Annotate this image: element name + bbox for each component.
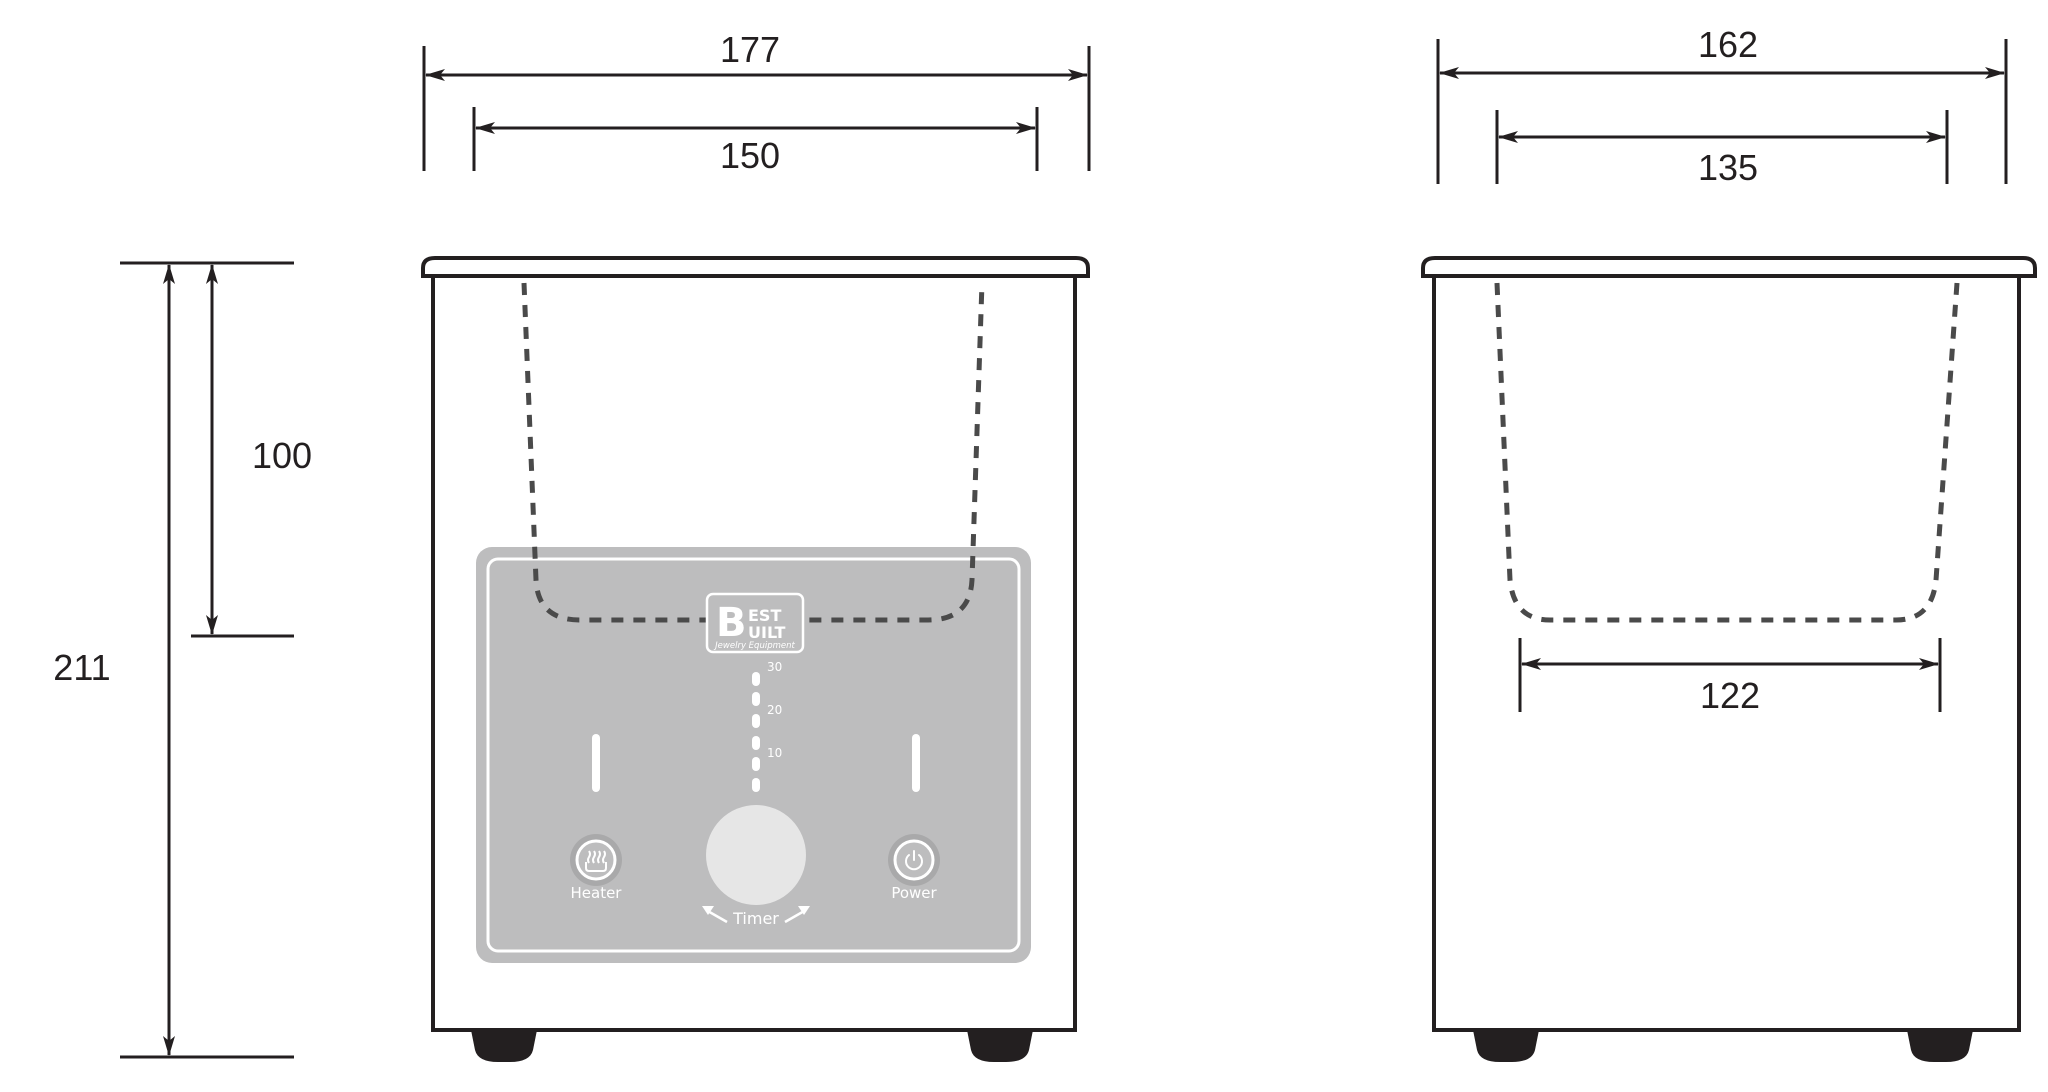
dimension-label-211: 211 (53, 647, 110, 688)
dimension-label-177: 177 (720, 29, 780, 70)
heater-label: Heater (571, 884, 623, 902)
dimension-label-122: 122 (1700, 675, 1760, 716)
timer-knob[interactable] (706, 805, 806, 905)
tank-rim (1421, 256, 2037, 278)
timer-rotation-arrows (702, 906, 810, 924)
logo-tagline: Jewelry Equipment (713, 641, 795, 651)
brand-logo: B EST UILT Jewelry Equipment (705, 592, 805, 654)
power-label: Power (891, 884, 937, 902)
foot (471, 1030, 537, 1062)
dimension-label-150: 150 (720, 135, 780, 176)
logo-uilt: UILT (748, 623, 785, 642)
heater-button[interactable] (570, 834, 622, 886)
dimension-label-162: 162 (1698, 24, 1758, 65)
inner-tank-outline (1494, 282, 1960, 623)
logo-big-b: B (716, 600, 747, 646)
foot (1473, 1030, 1539, 1062)
heater-indicator (592, 734, 600, 792)
timer-scale-dots (752, 672, 760, 792)
front-view: B EST UILT Jewelry Equipment 30 20 10 (421, 256, 1090, 1062)
power-button[interactable] (888, 834, 940, 886)
front-width-dimensions (422, 46, 1091, 171)
tank-rim (421, 256, 1090, 278)
side-width-dimensions (1436, 39, 2008, 184)
logo-est: EST (748, 606, 781, 625)
dimension-label-135: 135 (1698, 147, 1758, 188)
tank-bottom-dimension (1518, 638, 1942, 712)
power-icon (905, 850, 923, 871)
power-indicator (912, 734, 920, 792)
timer-label: Timer (732, 909, 779, 928)
tank-body (1432, 273, 2021, 1032)
heater-icon (585, 850, 607, 872)
dimension-label-100: 100 (252, 435, 312, 476)
timer-scale-30: 30 (767, 660, 782, 674)
side-view (1421, 256, 2037, 1062)
front-height-dimensions (120, 261, 294, 1059)
control-panel-border (486, 557, 1021, 953)
timer-scale-10: 10 (767, 746, 782, 760)
timer-scale-20: 20 (767, 703, 782, 717)
foot (1907, 1030, 1973, 1062)
foot (967, 1030, 1033, 1062)
